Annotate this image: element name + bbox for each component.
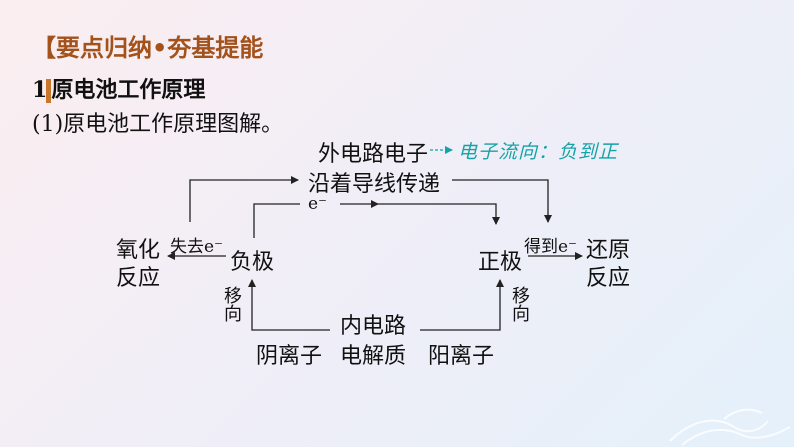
electrolyte-label: 电解质 (340, 344, 407, 369)
electron-symbol: e⁻ (308, 194, 328, 214)
gain-electrons-label: 得到e⁻ (524, 237, 578, 257)
electron-line-right (378, 203, 500, 225)
subsection-heading: (1)原电池工作原理图解。 (32, 112, 284, 137)
outer-circuit-label: 外电路电子 (318, 142, 429, 167)
migrate-left-label: 移向 (221, 286, 242, 322)
page-title: 【要点归纳•夯基提能 (32, 34, 264, 62)
decorative-wave-icon (669, 408, 791, 446)
oxidation-label: 氧化 (116, 238, 161, 263)
section-title: 原电池工作原理 (51, 77, 206, 103)
negative-electrode: 负极 (230, 250, 275, 275)
cation-line (420, 279, 504, 331)
lose-electrons-label: 失去e⁻ (170, 237, 224, 257)
outer-left-line (189, 176, 299, 222)
inner-circuit-label: 内电路 (340, 314, 407, 339)
anion-line (248, 279, 330, 331)
oxidation-label-2: 反应 (116, 266, 161, 291)
anion-label: 阴离子 (256, 344, 323, 369)
section-number: 1 (32, 77, 48, 103)
electron-line-left (253, 203, 300, 238)
reduction-label-2: 反应 (586, 266, 631, 291)
cation-label: 阳离子 (428, 344, 495, 369)
electron-flow-annotation: 电子流向：负到正 (458, 141, 619, 163)
migrate-right-label: 移向 (509, 286, 530, 322)
outer-circuit-label-2: 沿着导线传递 (308, 172, 441, 197)
reduction-label: 还原 (586, 238, 631, 263)
outer-right-line (452, 179, 552, 223)
positive-electrode: 正极 (478, 250, 523, 275)
